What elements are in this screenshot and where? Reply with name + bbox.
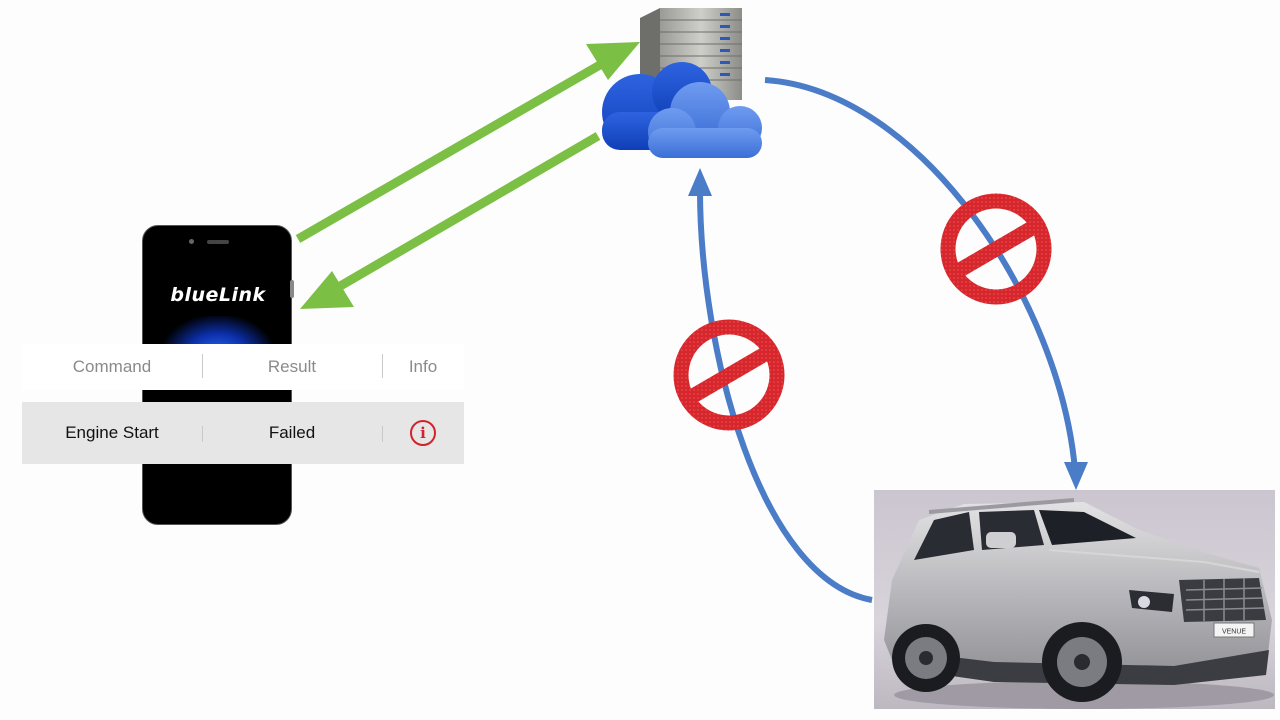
cell-command: Engine Start [65,423,159,442]
header-divider [202,354,203,378]
phone-side-button [290,280,294,298]
command-result-table: Command Result Info Engine Start Failed … [22,344,464,464]
phone-speaker [207,240,229,244]
table-row: Engine Start Failed i [22,402,464,464]
blocked-icon-car-link [673,319,785,431]
license-plate: VENUE [1222,629,1246,636]
phone-to-server-arrow [295,42,640,243]
cloud-icon [602,62,762,158]
car-photo: VENUE [874,490,1275,709]
info-circle-icon[interactable]: i [410,420,436,446]
cell-result: Failed [268,423,316,442]
server-to-phone-arrow [300,132,601,309]
header-command: Command [72,357,152,376]
cell-info: i [382,402,464,464]
suv-image: VENUE [884,498,1274,709]
server-to-car-arrow [764,77,1088,490]
blocked-icon-server-link [940,193,1052,305]
bluelink-logo: blueLink [170,284,266,306]
table-header: Command Result Info [22,344,464,390]
header-info: Info [408,357,438,376]
row-divider [202,426,203,442]
header-result: Result [267,357,317,376]
car-to-server-arrow [688,168,873,603]
row-divider [382,426,383,442]
header-divider [382,354,383,378]
phone-camera [189,239,194,244]
